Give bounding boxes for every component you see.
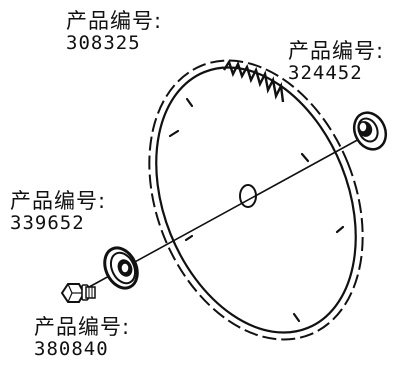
saw-blade [148, 59, 364, 341]
part-number: 308325 [66, 32, 141, 54]
outer-flange [352, 111, 388, 151]
blade-teeth [222, 59, 285, 103]
part-label-prefix: 产品编号: [66, 9, 163, 33]
part-label-prefix: 产品编号: [10, 189, 107, 213]
expansion-slots [168, 97, 345, 323]
part-number: 380840 [34, 338, 109, 360]
part-label-outer-flange: 产品编号: 324452 [288, 40, 384, 84]
part-label-prefix: 产品编号: [34, 315, 131, 339]
part-label-prefix: 产品编号: [288, 39, 385, 63]
part-number: 339652 [10, 212, 85, 234]
part-number: 324452 [288, 62, 363, 84]
part-label-inner-flange: 产品编号: 339652 [10, 190, 106, 234]
part-label-blade: 产品编号: 308325 [66, 10, 162, 54]
inner-flange [103, 246, 139, 290]
hex-bolt [60, 283, 96, 303]
part-label-bolt: 产品编号: 380840 [34, 316, 130, 360]
